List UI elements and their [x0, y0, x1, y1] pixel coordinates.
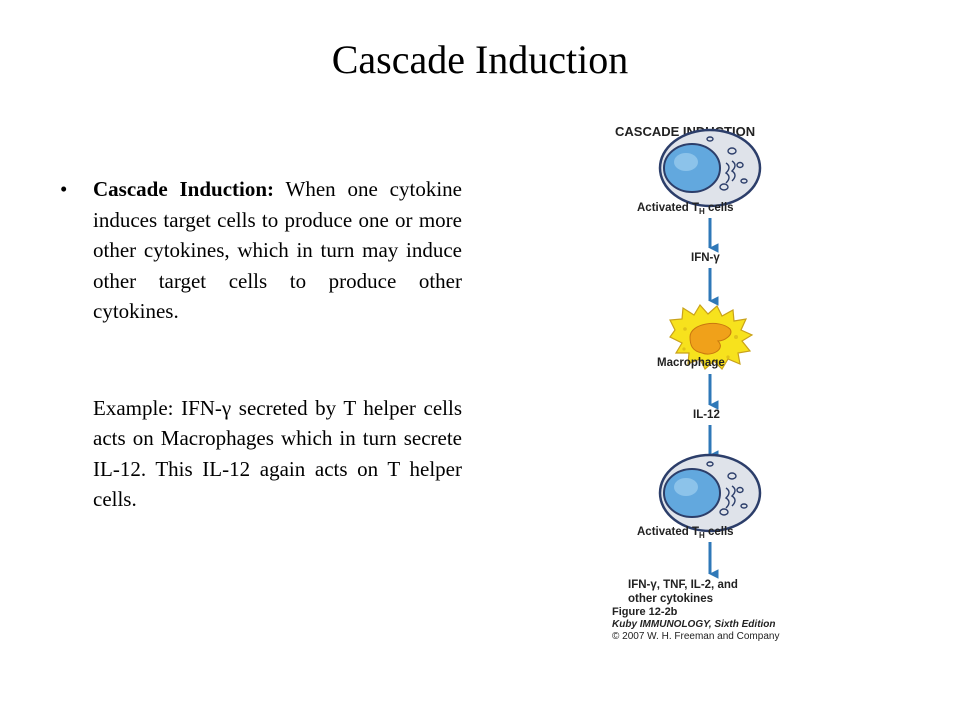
arrow2-label: IL-12 [693, 409, 720, 421]
example-prefix: Example: IFN- [93, 395, 222, 420]
caption-line-3: © 2007 W. H. Freeman and Company [612, 631, 779, 642]
slide-title: Cascade Induction [331, 37, 629, 82]
slide-text: • Cascade Induction: When one cytokine i… [60, 174, 462, 515]
arrow1-label: IFN-γ [691, 252, 720, 264]
caption-line-1: Figure 12-2b [612, 606, 678, 618]
bullet-item: • Cascade Induction: When one cytokine i… [60, 174, 462, 327]
bullet-term: Cascade Induction: [93, 177, 275, 201]
example-rest: secreted by T helper cells acts on Macro… [93, 395, 462, 512]
nucleus-highlight [674, 153, 698, 171]
cell1-label: Activated TH cells [637, 202, 734, 216]
cascade-induction-figure: CASCADE INDUCTION Activated TH cells IFN… [612, 124, 779, 642]
macrophage-cell [669, 303, 754, 370]
cell-organelles [706, 461, 748, 516]
bullet-dot: • [60, 177, 68, 201]
macrophage-nucleus [689, 322, 732, 355]
activated-th-cell-bottom [658, 453, 762, 533]
example-gamma-symbol: γ [221, 395, 232, 420]
example-paragraph: Example: IFN-γ secreted by T helper cell… [60, 393, 462, 515]
caption-line-2: Kuby IMMUNOLOGY, Sixth Edition [612, 619, 776, 630]
output-line-2: other cytokines [628, 593, 713, 605]
macrophage-label: Macrophage [657, 357, 725, 369]
bullet-definition: When one cytokine induces target cells t… [93, 177, 462, 323]
nucleus-highlight [674, 478, 698, 496]
cell2-label: Activated TH cells [637, 526, 734, 540]
cell-organelles [706, 136, 748, 191]
activated-th-cell-top [658, 128, 762, 208]
macrophage-granules [682, 327, 738, 359]
output-line-1: IFN-γ, TNF, IL-2, and [628, 579, 738, 591]
